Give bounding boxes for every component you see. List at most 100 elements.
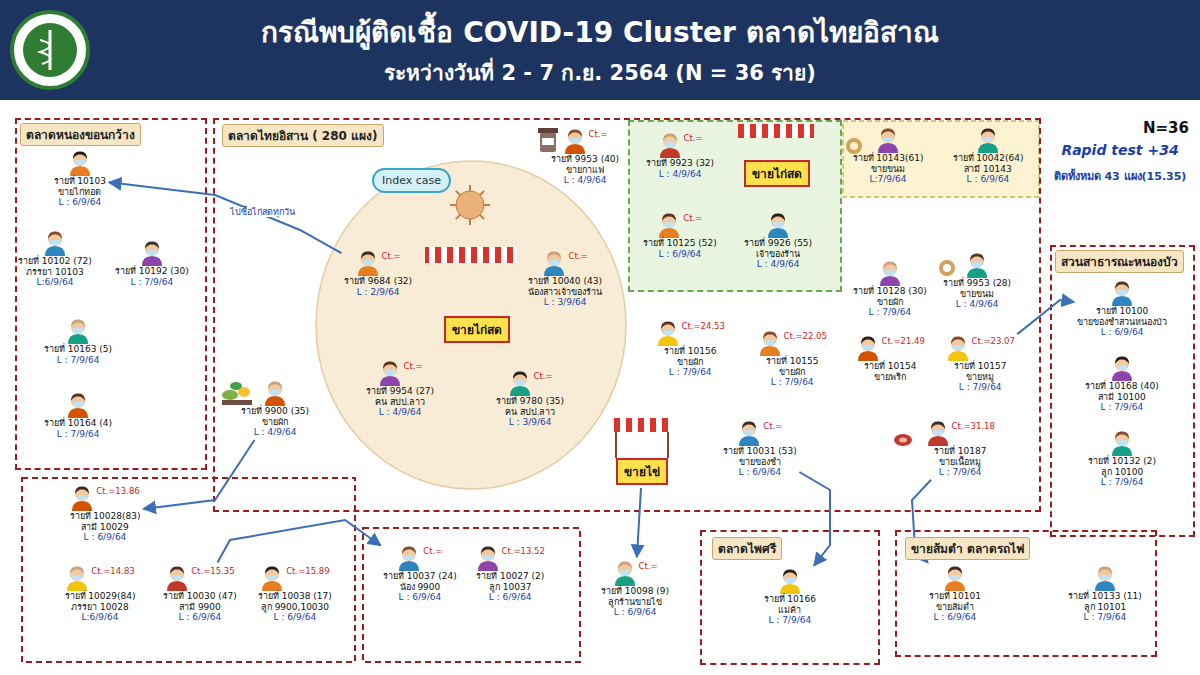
lab-date: L : 7/9/64 <box>1101 402 1144 413</box>
person-body <box>760 346 780 356</box>
lab-date: L : 6/9/64 <box>739 467 782 478</box>
case-label: ลูก 10101 <box>1084 602 1127 613</box>
person-hair <box>861 336 875 344</box>
group-box: ตลาดไทยอิสาน ( 280 แผง)Index caseขายไก่ส… <box>213 118 1041 512</box>
person-body <box>68 334 88 344</box>
case-label: รายที่ 10187 <box>934 446 987 457</box>
person-body <box>768 228 788 238</box>
lab-date: L : 6/9/64 <box>614 607 657 618</box>
person-icon <box>65 565 89 591</box>
arrow-connector <box>143 440 254 509</box>
person-case: รายที่ 10133 (11)ลูก 10101L : 7/9/64 <box>1068 565 1142 623</box>
person-head <box>1098 567 1112 581</box>
person-head <box>48 232 62 246</box>
lab-date: L : 4/9/64 <box>956 299 999 310</box>
icon-row <box>976 127 1000 153</box>
person-icon <box>397 545 421 571</box>
person-body <box>1112 296 1132 306</box>
arrow-connector <box>218 520 381 562</box>
face-mask <box>147 250 157 255</box>
person-hair <box>268 381 282 389</box>
drawing-rect <box>542 138 554 145</box>
case-label: รายที่ 10103 <box>54 176 107 187</box>
person-hair <box>71 393 85 401</box>
face-mask <box>1100 575 1110 580</box>
text-holder: Rapid test +34 <box>1061 140 1178 159</box>
lab-date: L : 6/9/64 <box>933 612 976 623</box>
canopy-stripes <box>614 418 672 432</box>
face-mask <box>404 555 414 560</box>
person-body <box>615 576 635 586</box>
case-label: ขายพริก <box>874 372 906 383</box>
person-body <box>978 143 998 153</box>
drawing-circle <box>23 23 77 77</box>
case-label: รายที่ 10157 <box>954 361 1007 372</box>
person-hair <box>661 321 675 329</box>
case-label: รายที่ 10040 (43) <box>528 276 602 287</box>
person-body <box>660 148 680 158</box>
icon-row <box>66 318 90 344</box>
face-mask <box>972 262 982 267</box>
face-mask <box>950 575 960 580</box>
person-case: Ct.=รายที่ 10040 (43)น้องสาวเจ้าของร้านL… <box>528 250 602 308</box>
person-icon <box>758 330 782 356</box>
case-label: คน สปป.ลาว <box>375 397 426 408</box>
case-label: น้องสาวเจ้าของร้าน <box>528 287 602 298</box>
case-label: ขายของชำสวนหนองบัว <box>1077 317 1167 328</box>
person-head <box>383 362 397 376</box>
icon-row: Ct.=15.89 <box>260 565 329 591</box>
drawing-line <box>615 432 617 458</box>
case-label: ลูก 10037 <box>489 582 532 593</box>
case-label: รายที่ 10028(83) <box>70 511 141 522</box>
person-case: รายที่ 10128 (30)ขายผักL : 7/9/64 <box>853 260 927 318</box>
face-mask <box>73 328 83 333</box>
stall-canopy <box>738 124 828 144</box>
person-hair <box>662 213 676 221</box>
icon-row <box>68 150 92 176</box>
ct-value: Ct.= <box>763 421 782 432</box>
ct-value: Ct.= <box>423 546 442 557</box>
subtitle: ระหว่างวันที่ 2 - 7 ก.ย. 2564 (N = 36 รา… <box>384 61 816 85</box>
case-label: ขายขนม <box>960 289 994 300</box>
drawing-rect <box>843 121 1039 197</box>
arrow-connector <box>799 472 830 566</box>
person-case: Ct.=13.52รายที่ 10027 (2)ลูก 10037L : 6/… <box>476 545 545 603</box>
person-case: รายที่ 10163 (5)L : 7/9/64 <box>44 318 112 365</box>
person-icon <box>1110 355 1134 381</box>
ct-value: Ct.=31.18 <box>952 421 995 432</box>
face-mask <box>363 260 373 265</box>
face-mask <box>483 555 493 560</box>
person-body <box>510 386 530 396</box>
icon-row: Ct.= <box>397 545 442 571</box>
person-case: Ct.=รายที่ 9954 (27)คน สปป.ลาวL : 4/9/64 <box>366 360 434 418</box>
case-label: รายที่ 10155 <box>766 356 819 367</box>
person-head <box>763 332 777 346</box>
person-hair <box>361 251 375 259</box>
case-label: รายที่ 10192 (30) <box>115 266 189 277</box>
ct-value: Ct.= <box>404 361 423 372</box>
case-label: รายที่ 9954 (27) <box>366 386 434 397</box>
case-label: รายที่ 9780 (35) <box>496 396 564 407</box>
ct-value: Ct.=23.07 <box>972 336 1015 347</box>
face-mask <box>385 370 395 375</box>
person-head <box>883 262 897 276</box>
text-holder: ตลาดหนองขอนกว้าง <box>20 123 141 146</box>
person-hair <box>663 133 677 141</box>
drawing-ellipse <box>230 382 242 390</box>
case-label: รายที่ 10154 <box>864 361 917 372</box>
icon-row: Ct.=24.53 <box>656 320 725 346</box>
case-label: ลูก 9900,10030 <box>261 602 329 613</box>
person-hair <box>402 546 416 554</box>
person-icon <box>378 360 402 386</box>
person-head <box>771 214 785 228</box>
icon-row: Ct.= <box>356 250 401 276</box>
icon-row: Ct.= <box>737 420 782 446</box>
text-holder: ขายไก่สด <box>744 160 810 187</box>
person-icon <box>165 565 189 591</box>
case-label: ขายผัก <box>779 367 805 378</box>
case-label: รายที่ 10100 <box>1096 306 1149 317</box>
group-heading: ขายส้มตำ ตลาดรถไฟ <box>905 537 1030 560</box>
lab-date: L : 6/9/64 <box>1101 327 1144 338</box>
person-body <box>659 228 679 238</box>
